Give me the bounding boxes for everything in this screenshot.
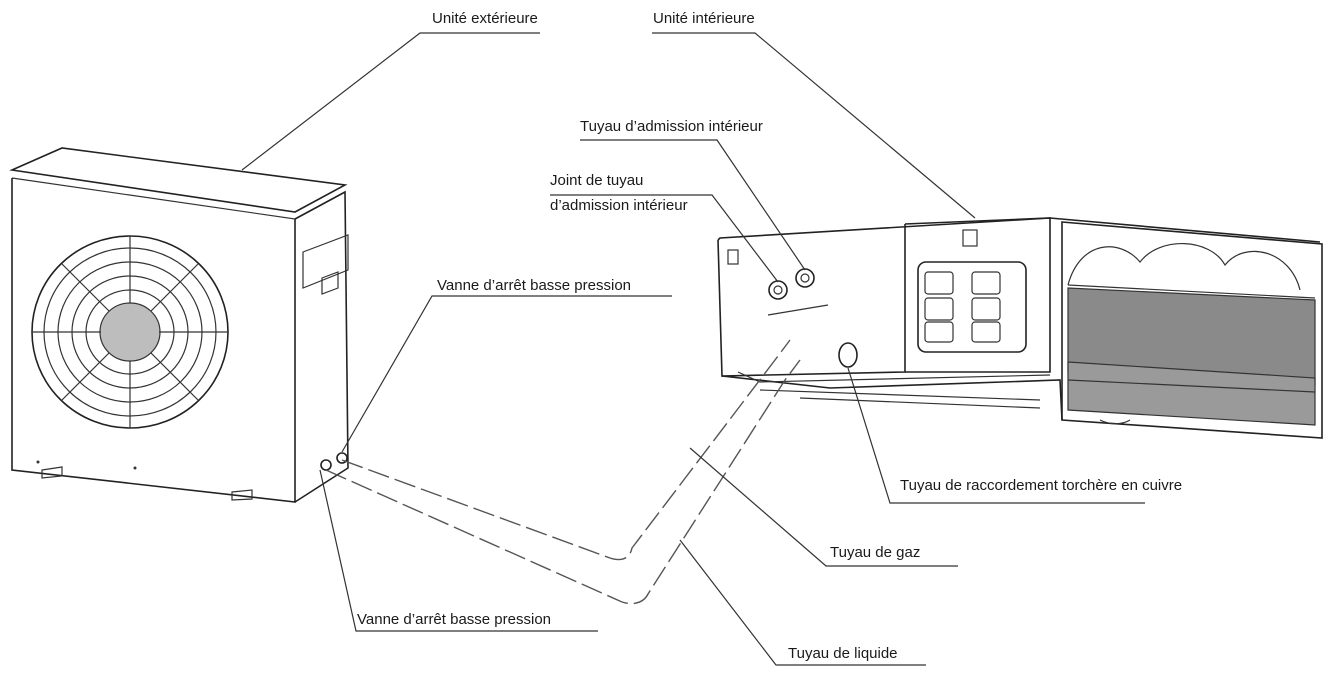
indoor-unit-end-panel	[717, 224, 906, 377]
indoor-inlet-joint	[768, 280, 788, 300]
liquid-pipe-line	[325, 359, 801, 605]
label-indoor-unit: Unité intérieure	[653, 10, 755, 27]
leader-lines	[241, 32, 1145, 666]
label-inlet-joint-line1: Joint de tuyau	[550, 172, 644, 189]
gas-pipe-line	[341, 339, 791, 561]
drain-outlet	[838, 342, 858, 368]
fan-grille	[31, 235, 229, 429]
outdoor-unit-lid	[9, 147, 348, 213]
outdoor-unit-drawing	[9, 147, 349, 503]
outdoor-valve-bottom	[320, 459, 332, 471]
refrigerant-pipes	[325, 339, 801, 605]
indoor-unit-filter	[1061, 221, 1323, 439]
label-shutoff-valve-top: Vanne d’arrêt basse pression	[437, 277, 632, 294]
filter-mesh-lower	[1067, 361, 1316, 426]
outdoor-unit-side	[294, 190, 349, 503]
indoor-inlet-pipe	[795, 268, 815, 288]
label-flare-pipe: Tuyau de raccordement torchère en cuivre	[900, 477, 1183, 494]
fan-hub	[99, 302, 161, 362]
label-inlet-joint-line2: d’admission intérieur	[550, 197, 688, 214]
label-indoor-inlet-pipe: Tuyau d’admission intérieur	[580, 118, 763, 135]
label-outdoor-unit: Unité extérieure	[432, 10, 538, 27]
label-gas-pipe: Tuyau de gaz	[830, 544, 921, 561]
label-liquid-pipe: Tuyau de liquide	[788, 645, 898, 662]
outdoor-valve-top	[336, 452, 348, 464]
label-shutoff-valve-bottom: Vanne d’arrêt basse pression	[357, 611, 552, 628]
outdoor-unit-front	[11, 178, 296, 503]
indoor-unit-drawing	[717, 217, 1323, 439]
